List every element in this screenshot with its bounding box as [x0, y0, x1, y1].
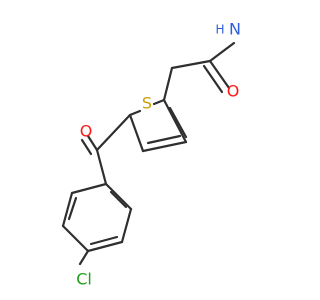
bond-phenyl-2: [120, 207, 133, 244]
hydrogen-label: H: [215, 23, 224, 37]
amide-oxygen-label: O: [227, 82, 240, 101]
bond-c-n: [208, 41, 236, 63]
bond-ketone-double-b: [80, 138, 93, 156]
bond-c-o-double-a: [208, 59, 231, 90]
bond-thiophene-c4-c3: [141, 140, 188, 153]
sulfur-label: S: [142, 94, 152, 113]
bond-ketone-phenyl: [95, 148, 108, 186]
bond-phenyl-4: [61, 224, 90, 253]
bond-phenyl-6: [70, 182, 108, 195]
bond-phenyl-double-a: [109, 190, 128, 209]
bond-phenyl-cl: [78, 249, 90, 266]
bond-phenyl-double-c: [67, 196, 78, 221]
nitrogen-label: N: [229, 20, 241, 39]
ketone-oxygen-label: O: [80, 122, 93, 141]
bond-thiophene-ketone: [95, 113, 132, 152]
bond-phenyl-3: [86, 240, 124, 253]
bond-phenyl-1: [104, 182, 133, 211]
bond-ch2-thiophene: [162, 66, 174, 102]
bond-layer: [61, 41, 236, 266]
bond-thiophene-double-inner-a: [168, 106, 188, 139]
bond-thiophene-double-inner-b: [146, 134, 182, 145]
bond-phenyl-double-b: [89, 235, 119, 246]
bond-ketone-double-a: [86, 134, 99, 152]
bond-ch2-c: [170, 59, 212, 70]
bond-thiophene-c3-c2: [162, 98, 188, 144]
bond-thiophene-c2-s: [152, 98, 166, 106]
chlorine-label: Cl: [76, 270, 92, 289]
bond-phenyl-5: [61, 191, 74, 228]
bond-s-c5: [128, 109, 142, 117]
structure-canvas: N H O S O Cl: [61, 19, 241, 289]
atom-labels: N H O S O Cl: [76, 20, 241, 289]
bond-c-o-double-b: [202, 64, 224, 94]
bond-thiophene-c5-c4: [128, 113, 145, 153]
chemical-structure-diagram: N H O S O Cl: [61, 20, 241, 289]
